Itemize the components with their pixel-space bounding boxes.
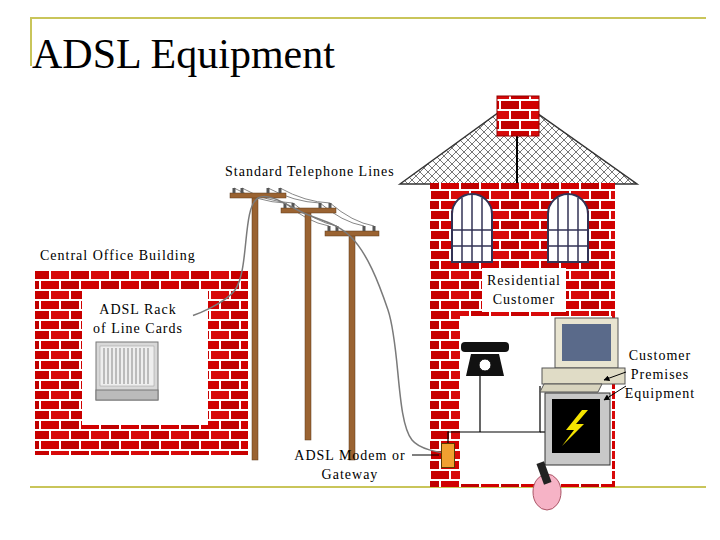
computer-symbol (555, 318, 618, 368)
telephone-symbol (461, 342, 509, 376)
telephone-symbol (466, 354, 504, 376)
line-card-rack-cabinet (96, 342, 158, 400)
computer-symbol (540, 384, 602, 392)
remote-hand (536, 461, 551, 484)
slide-title: ADSL Equipment (32, 33, 335, 75)
house-window (548, 194, 588, 262)
remote-hand (533, 461, 561, 510)
telephone-pole (325, 231, 379, 236)
television-symbol (545, 393, 610, 465)
telephone-pole (325, 226, 379, 460)
office-wall (82, 290, 208, 425)
line-card-rack-cabinet (100, 346, 154, 386)
telephone-pole (230, 188, 286, 460)
line-label: Standard Telephone Lines (225, 162, 415, 181)
house-wall (430, 183, 615, 487)
premises-wiring (479, 376, 480, 432)
leader-line (412, 455, 439, 456)
customer-house: Residential CustomerADSL Modem or Gatewa… (430, 183, 615, 487)
house-window (452, 194, 492, 262)
house-wall (430, 183, 615, 487)
node-label: ADSL Rack of Line Cards (92, 300, 184, 338)
telephone-pole (234, 188, 280, 193)
telephone-symbol (461, 342, 509, 352)
pole-wires (330, 203, 374, 226)
house-window (548, 195, 588, 262)
pole-wires (320, 203, 364, 226)
telephone-pole (329, 226, 374, 231)
house-window (452, 194, 492, 262)
telephone-pole (285, 203, 330, 208)
telephone-line (193, 197, 441, 453)
line-card-rack-cabinet (96, 390, 158, 400)
line-card-rack-cabinet (104, 348, 148, 384)
node-label: ADSL Modem or Gateway (289, 446, 411, 484)
computer-symbol (562, 324, 611, 361)
computer-symbol (540, 318, 625, 392)
house-window (548, 194, 588, 262)
telephone-pole (281, 203, 336, 440)
line-card-rack: ADSL Rack of Line Cards (83, 296, 193, 402)
telephone-pole (230, 193, 286, 198)
line-card-rack-cabinet (96, 342, 158, 400)
television-symbol (562, 410, 588, 446)
telephone-pole (305, 211, 311, 440)
telephone-symbol (479, 359, 491, 371)
node-label: Central Office Building (40, 246, 245, 265)
telephone-pole (252, 196, 258, 460)
adsl-modem: ADSL Modem or Gateway (441, 443, 455, 468)
premises-wiring (448, 376, 545, 443)
television-symbol (552, 399, 600, 453)
slide-frame (30, 18, 706, 487)
house-chimney (497, 96, 539, 136)
leader-line (604, 372, 626, 380)
slide-frame (30, 17, 706, 19)
pole-wires (280, 188, 330, 203)
house-chimney (497, 96, 539, 136)
house-wall (460, 316, 612, 484)
office-building: Central Office BuildingADSL Rack of Line… (35, 270, 248, 455)
computer-symbol (542, 368, 625, 384)
telephone-pole (349, 234, 355, 460)
node-label: Residential Customer (482, 268, 566, 312)
television-symbol (545, 393, 610, 465)
office-wall (35, 270, 248, 455)
office-wall (35, 270, 248, 455)
equipment-label: Customer Premises Equipment (615, 346, 705, 403)
premises-wiring (448, 386, 540, 443)
slide-frame (30, 18, 32, 66)
leader-line (604, 386, 626, 400)
premises-wiring (540, 431, 545, 432)
house-window (452, 195, 492, 262)
telephone-pole (281, 208, 336, 213)
